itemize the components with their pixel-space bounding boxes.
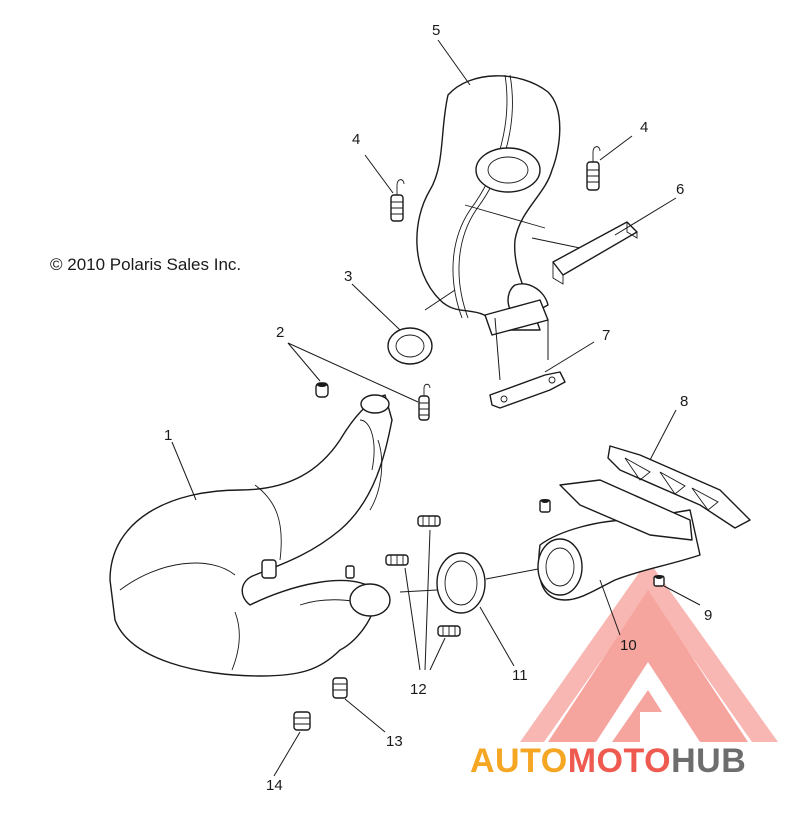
- callout-4-right: 4: [640, 119, 648, 136]
- callout-1: 1: [164, 427, 172, 444]
- callout-10: 10: [620, 637, 637, 654]
- callout-2: 2: [276, 324, 284, 341]
- part-13-spring: [332, 677, 348, 699]
- callout-5: 5: [432, 22, 440, 39]
- part-9-stud: [653, 575, 665, 587]
- part-2-grommet: [315, 382, 329, 398]
- part-1-silencer: [109, 394, 393, 677]
- callout-3: 3: [344, 268, 352, 285]
- part-12-spring-bottom: [437, 625, 461, 637]
- watermark-text: AUTOMOTOHUB: [470, 742, 746, 780]
- callout-14: 14: [266, 777, 283, 794]
- watermark-hub: HUB: [671, 742, 746, 780]
- watermark-auto: AUTO: [470, 742, 568, 780]
- part-7-strap: [489, 371, 566, 409]
- part-14-spring: [293, 711, 311, 731]
- callout-4-left: 4: [352, 131, 360, 148]
- callout-8: 8: [680, 393, 688, 410]
- callout-6: 6: [676, 181, 684, 198]
- part-8-gasket: [607, 445, 751, 529]
- part-5-head-pipe: [416, 74, 561, 336]
- part-4-spring-left: [390, 179, 405, 222]
- watermark-logo-icon: [520, 560, 778, 742]
- part-11-seal-ring: [436, 552, 486, 614]
- part-10-manifold: [537, 479, 701, 601]
- part-4-spring-right: [586, 146, 601, 191]
- part-12-spring-left: [385, 554, 409, 566]
- callout-13: 13: [386, 733, 403, 750]
- callout-9: 9: [704, 607, 712, 624]
- callout-11: 11: [512, 667, 528, 684]
- part-3-seal-ring: [387, 327, 433, 365]
- copyright-text: © 2010 Polaris Sales Inc.: [50, 255, 241, 274]
- watermark-moto: MOTO: [568, 742, 671, 780]
- leader-lines: [171, 39, 701, 777]
- part-6-bracket: [552, 221, 638, 285]
- callout-7: 7: [602, 327, 610, 344]
- callout-12: 12: [410, 681, 427, 698]
- part-12-spring-top: [417, 515, 441, 527]
- part-2-spring: [418, 383, 431, 421]
- callout-labels: 1 2 3 4 4 5 6 7 8 9 10 11 12 13 14: [164, 22, 712, 794]
